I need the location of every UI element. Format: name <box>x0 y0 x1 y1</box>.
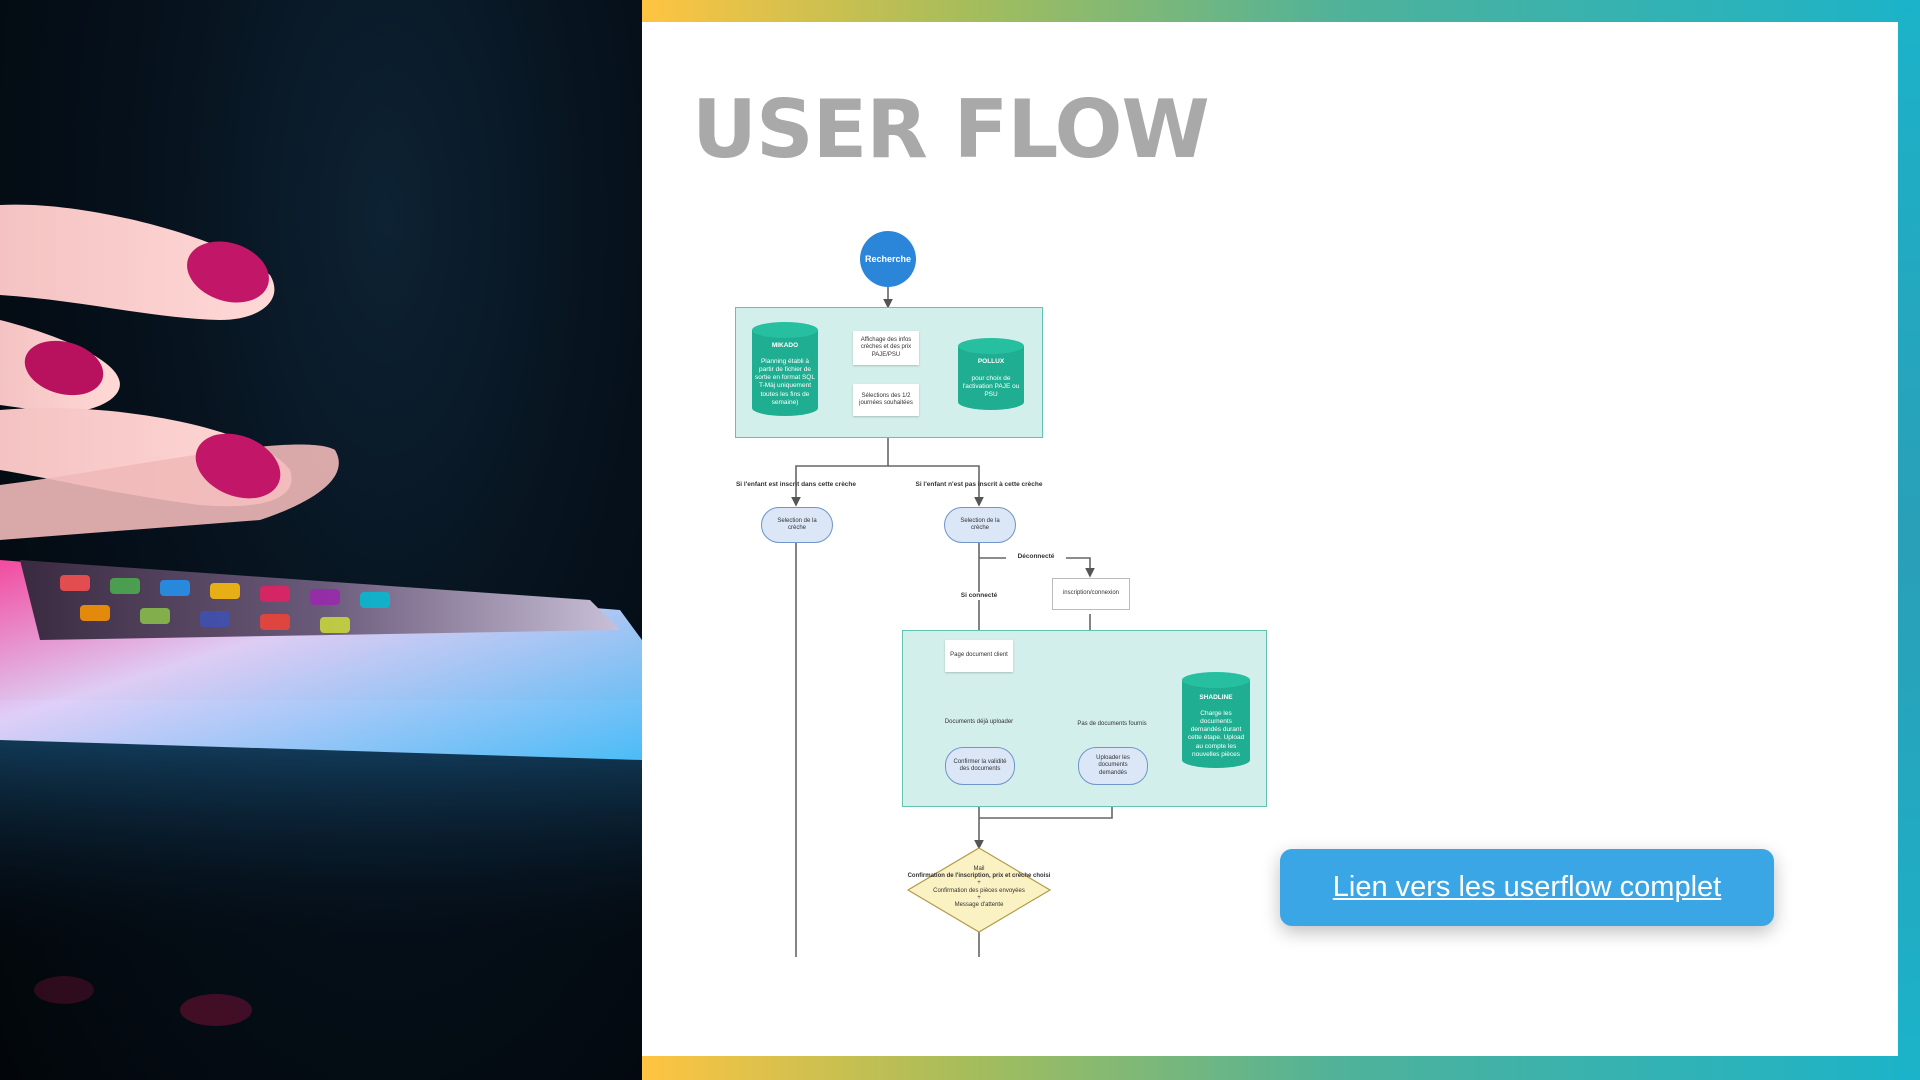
pollux-title: POLLUX <box>977 358 1005 365</box>
shadline-text: Charge les documents demandés durant cet… <box>1187 710 1245 758</box>
gradient-bar-bottom <box>642 1056 1920 1080</box>
mikado-title: MIKADO <box>771 342 799 349</box>
pollux-database: POLLUX pour choix de l'activation PAJE o… <box>958 338 1024 410</box>
docs-uploaded-label: Documents déjà uploader <box>934 719 1024 727</box>
select-creche-right-label: Selection de la crèche <box>960 517 1000 531</box>
mikado-text: Planning établi à partir de fichier de s… <box>755 358 815 406</box>
upload-docs-label: Uploader les documents demandés <box>1096 755 1130 776</box>
confirm-docs-label: Confirmer la validité des documents <box>953 758 1007 772</box>
start-node-label: Recherche <box>864 254 912 264</box>
mail-line-6: Message d'attente <box>954 901 1004 908</box>
pollux-text: pour choix de l'activation PAJE ou PSU <box>962 375 1020 399</box>
mail-line-2: Confirmation de l'inscription, prix et c… <box>907 873 1051 880</box>
no-docs-label: Pas de documents fournis <box>1068 721 1156 729</box>
mail-line-4: Confirmation des pièces envoyées <box>933 887 1025 894</box>
disconnected-label: Déconnecté <box>1006 553 1066 561</box>
user-flow-diagram: Recherche MIKADO Planning établi à parti… <box>642 0 1920 1080</box>
gradient-bar-right <box>1898 0 1920 1080</box>
mail-line-3: + <box>977 880 981 887</box>
start-node: Recherche <box>860 231 916 287</box>
display-info-box: Affichage des infos crèches et des prix … <box>853 331 919 365</box>
client-page-box: Page document client <box>945 640 1013 672</box>
page-title: USER FLOW <box>692 83 1210 176</box>
select-creche-left: Selection de la crèche <box>761 507 833 543</box>
display-info-label: Affichage des infos crèches et des prix … <box>860 337 912 358</box>
phone-hand-photo <box>0 0 642 1080</box>
mikado-database: MIKADO Planning établi à partir de fichi… <box>752 322 818 416</box>
mail-line-1: Mail <box>973 866 985 872</box>
select-choice-label: Sélections des 1/2 journées souhaitées <box>859 392 913 406</box>
upload-docs-node: Uploader les documents demandés <box>1078 747 1148 785</box>
confirm-docs-node: Confirmer la validité des documents <box>945 747 1015 785</box>
gradient-bar-top <box>642 0 1920 22</box>
select-choice-box: Sélections des 1/2 journées souhaitées <box>853 384 919 416</box>
signup-label: inscription/connexion <box>1062 590 1120 597</box>
shadline-title: SHADLINE <box>1199 694 1233 701</box>
select-creche-left-label: Selection de la crèche <box>777 517 817 531</box>
client-page-label: Page document client <box>950 652 1008 659</box>
shadline-database: SHADLINE Charge les documents demandés d… <box>1182 672 1250 768</box>
userflow-link-button[interactable]: Lien vers les userflow complet <box>1280 849 1774 926</box>
branch-not-enrolled-label: Si l'enfant n'est pas inscrit à cette cr… <box>915 481 1043 488</box>
branch-enrolled-label: Si l'enfant est inscrit dans cette crèch… <box>735 481 857 488</box>
select-creche-right: Selection de la crèche <box>944 507 1016 543</box>
connected-label: Si connecté <box>952 592 1006 600</box>
signup-box: inscription/connexion <box>1052 578 1130 610</box>
mail-line-5: + <box>977 894 981 901</box>
mail-text: Mail Confirmation de l'inscription, prix… <box>904 866 1054 909</box>
phone-hand-illustration <box>0 204 642 1026</box>
